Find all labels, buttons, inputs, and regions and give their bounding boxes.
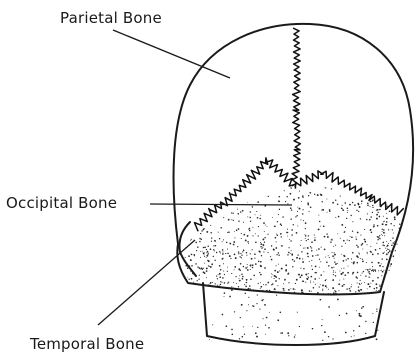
temporal-bone-label: Temporal Bone (29, 335, 144, 353)
parietal-bone-label: Parietal Bone (60, 9, 162, 27)
parietal-leader-line (113, 30, 230, 78)
temporal-leader-line (98, 240, 195, 325)
neck-base-outline (203, 283, 384, 345)
sagittal-suture (292, 28, 300, 186)
lambdoid-suture-right (295, 171, 403, 215)
neck-base-shading (209, 289, 379, 341)
occipital-bone-shading (179, 180, 410, 301)
occipital-leader-line (150, 204, 292, 205)
lambdoid-suture-left (195, 158, 296, 231)
occipital-bone-label: Occipital Bone (6, 194, 117, 212)
